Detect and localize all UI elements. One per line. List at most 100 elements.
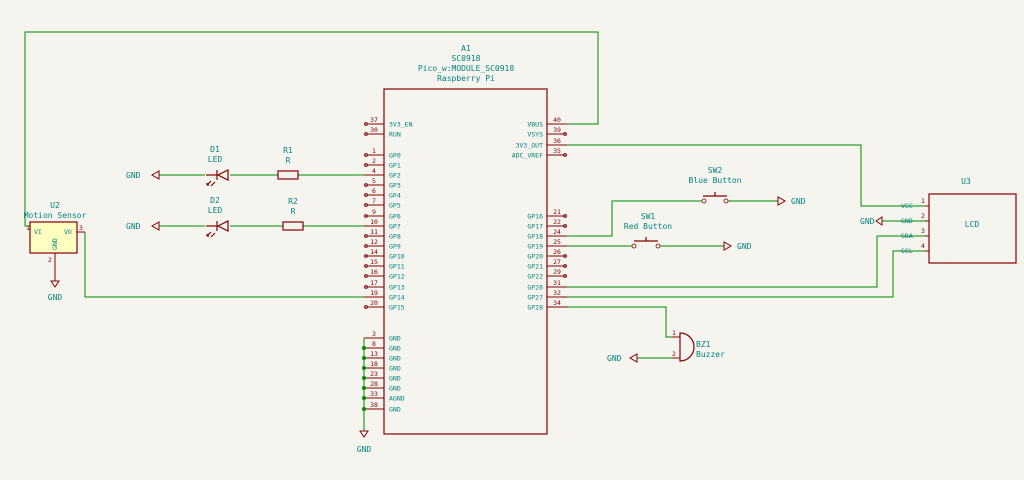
gnd-junctions xyxy=(362,346,366,411)
mcu-pin-number: 40 xyxy=(553,116,561,124)
bz1-value: Buzzer xyxy=(696,350,725,359)
d1-ref: D1 xyxy=(210,145,220,154)
resistor-r1[interactable]: R1 R xyxy=(277,146,299,180)
mcu-pin-unconnected-marker xyxy=(364,285,368,289)
wire-gp26-sda xyxy=(567,235,925,288)
u2-pin-vi: VI xyxy=(34,228,42,236)
mcu-pin-name: GP10 xyxy=(389,253,405,261)
led-d2[interactable]: D2 LED xyxy=(206,196,229,238)
mcu-pin-unconnected-marker xyxy=(364,183,368,187)
wire-motion-gp14 xyxy=(84,232,364,298)
mcu-pin-unconnected-marker xyxy=(364,132,368,136)
mcu-pin-number: 26 xyxy=(553,248,561,256)
u3-pin-vcc: VCC xyxy=(901,202,913,210)
mcu-pin-number: 39 xyxy=(553,126,561,134)
mcu-pin-name: GP21 xyxy=(527,263,543,271)
mcu-pin-unconnected-marker xyxy=(364,203,368,207)
wire-junction xyxy=(362,396,366,400)
mcu-pin-unconnected-marker xyxy=(364,163,368,167)
d1-value: LED xyxy=(208,155,223,164)
bz1-pin1-num: 1 xyxy=(672,329,676,337)
mcu-pin-name: GP4 xyxy=(389,192,401,200)
sw1-ref: SW1 xyxy=(641,212,656,221)
mcu-pin-name: GP14 xyxy=(389,294,405,302)
mcu-pin-unconnected-marker xyxy=(364,244,368,248)
mcu-pin-number: 3 xyxy=(372,330,376,338)
mcu-pin-name: GND xyxy=(389,355,401,363)
mcu-pin-name: 3V3_EN xyxy=(389,121,413,129)
mcu-pin-number: 8 xyxy=(372,340,376,348)
u2-pin2-num: 2 xyxy=(48,256,52,264)
mcu-pin-unconnected-marker xyxy=(364,264,368,268)
mcu-pin-unconnected-marker xyxy=(364,274,368,278)
gnd-label-u2: GND xyxy=(48,293,63,302)
gnd-label-lcd: GND xyxy=(860,217,875,226)
mcu-pin-number: 23 xyxy=(370,370,378,378)
mcu-pin-number: 27 xyxy=(553,258,561,266)
mcu-pin-number: 28 xyxy=(370,380,378,388)
mcu-pin-number: 4 xyxy=(372,167,376,175)
mcu-pin-name: GP16 xyxy=(527,213,543,221)
u2-pin1-num: 1 xyxy=(26,224,30,232)
mcu-pin-name: GP15 xyxy=(389,304,405,312)
mcu-pin-number: 1 xyxy=(372,147,376,155)
resistor-r2[interactable]: R2 R xyxy=(282,197,304,231)
mcu-pin-name: VSYS xyxy=(527,131,543,139)
wire-gp28-buzzer xyxy=(567,306,672,338)
u3-ref: U3 xyxy=(961,177,971,186)
wire-gp18-sw2 xyxy=(567,200,702,237)
mcu-pin-name: GP0 xyxy=(389,152,401,160)
lcd-u3[interactable]: U3 LCD VCC GND SDA SCL 1 2 3 4 xyxy=(901,177,1017,264)
u3-body xyxy=(928,193,1017,264)
d1-triangle xyxy=(216,169,229,181)
bz1-body xyxy=(679,332,695,362)
mcu-pin-name: GP22 xyxy=(527,273,543,281)
gnd-symbol-mcu: GND xyxy=(357,430,371,454)
mcu-pin-name: GP1 xyxy=(389,162,401,170)
sw2-ref: SW2 xyxy=(708,166,723,175)
u3-value: LCD xyxy=(965,220,980,229)
mcu-a1[interactable]: A1 SC0918 Pico_w:MODULE_SC0918 Raspberry… xyxy=(364,44,567,435)
mcu-pin-number: 34 xyxy=(553,299,561,307)
wire-junction xyxy=(362,366,366,370)
mcu-pin-unconnected-marker xyxy=(563,153,567,157)
mcu-pin-name: GP19 xyxy=(527,243,543,251)
mcu-pin-unconnected-marker xyxy=(364,193,368,197)
wire-junction xyxy=(362,386,366,390)
u2-pin-vo: VO xyxy=(64,228,72,236)
switch-sw1[interactable]: SW1 Red Button xyxy=(624,212,672,249)
mcu-pin-unconnected-marker xyxy=(364,254,368,258)
mcu-pin-unconnected-marker xyxy=(563,214,567,218)
mcu-pin-name: GP2 xyxy=(389,172,401,180)
mcu-pin-name: GP5 xyxy=(389,202,401,210)
buzzer-bz1[interactable]: BZ1 Buzzer 1 2 xyxy=(672,329,725,362)
mcu-pin-name: ADC_VREF xyxy=(512,152,543,160)
mcu-pin-number: 29 xyxy=(553,268,561,276)
mcu-pin-unconnected-marker xyxy=(563,274,567,278)
r1-value: R xyxy=(286,156,291,165)
mcu-pin-number: 17 xyxy=(370,279,378,287)
mcu-pin-name: RUN xyxy=(389,131,401,139)
gnd-label-sw2: GND xyxy=(791,197,806,206)
switch-sw2[interactable]: SW2 Blue Button xyxy=(689,166,742,204)
led-d1[interactable]: D1 LED xyxy=(206,145,229,187)
mcu-pin-number: 13 xyxy=(370,350,378,358)
mcu-pin-number: 10 xyxy=(370,218,378,226)
d2-value: LED xyxy=(208,206,223,215)
mcu-right-pins: 40VBUS39VSYS363V3_OUT35ADC_VREF21GP1622G… xyxy=(512,116,567,312)
mcu-pin-number: 35 xyxy=(553,147,561,155)
mcu-pin-name: GP8 xyxy=(389,233,401,241)
mcu-pin-number: 6 xyxy=(372,187,376,195)
motion-sensor-u2[interactable]: U2 Motion Sensor VI VO GND 1 3 2 xyxy=(24,201,87,281)
gnd-symbol-u2: GND xyxy=(48,280,63,302)
u2-ref: U2 xyxy=(50,201,60,210)
mcu-pin-number: 16 xyxy=(370,268,378,276)
mcu-pin-name: GP11 xyxy=(389,263,405,271)
u2-value: Motion Sensor xyxy=(24,211,87,220)
gnd-symbol-d1: GND xyxy=(126,170,160,180)
mcu-pin-name: GND xyxy=(389,385,401,393)
mcu-pin-name: GP12 xyxy=(389,273,405,281)
wire-3v3-lcd xyxy=(567,144,925,207)
mcu-pin-number: 20 xyxy=(370,299,378,307)
